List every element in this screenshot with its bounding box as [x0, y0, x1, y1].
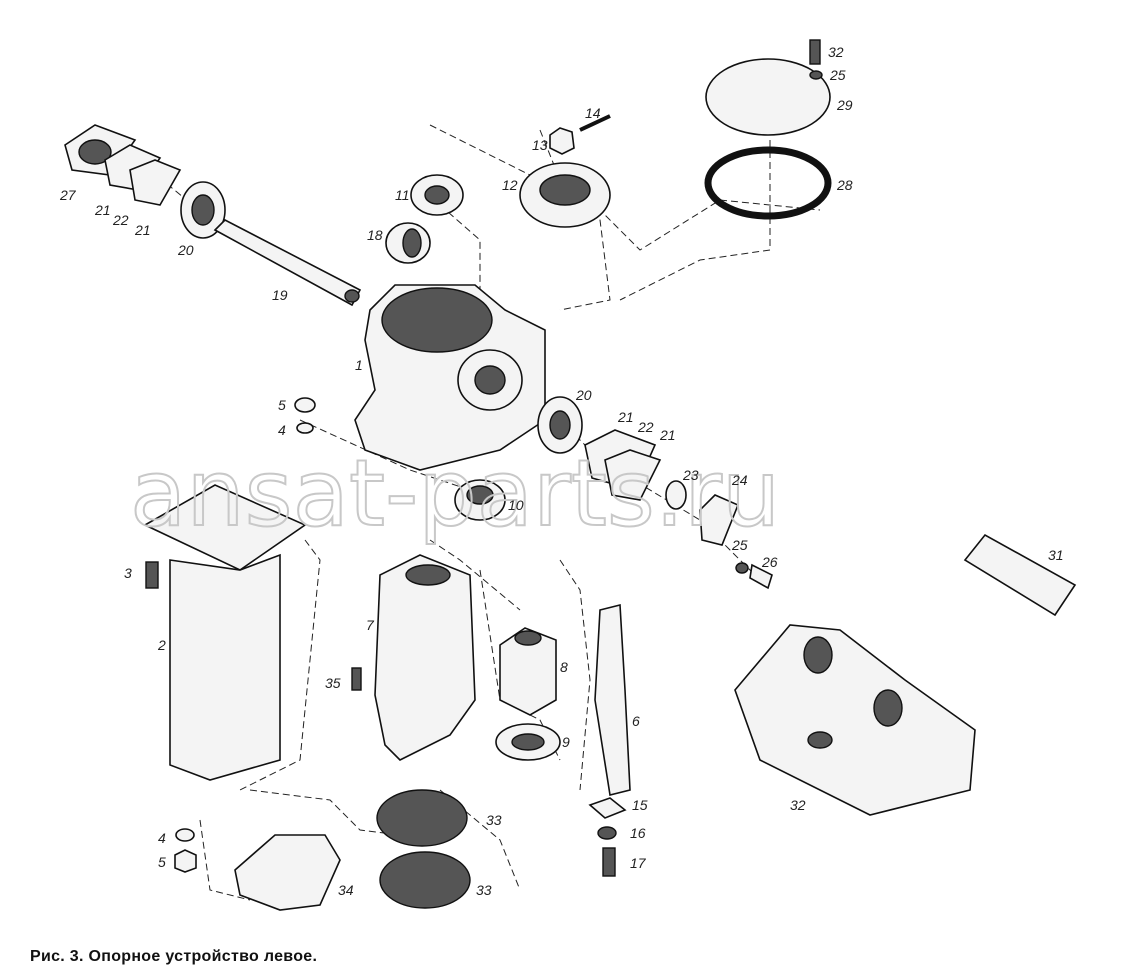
part-25-26-bolt-washer	[735, 562, 773, 590]
label-25a: 25	[829, 67, 846, 83]
label-12: 12	[502, 177, 518, 193]
part-24-cover-plate	[699, 494, 740, 546]
part-23-ring	[665, 480, 687, 510]
part-8-block	[499, 627, 557, 716]
label-22b: 22	[637, 419, 654, 435]
label-28: 28	[836, 177, 853, 193]
watermark-text: ansat-parts.ru	[130, 440, 780, 547]
label-10: 10	[508, 497, 524, 513]
part-20-bearing-upper	[180, 181, 226, 239]
label-11: 11	[395, 187, 410, 203]
label-21d: 21	[659, 427, 676, 443]
part-2-column	[143, 484, 307, 781]
label-20a: 20	[177, 242, 194, 258]
part-20-bearing-lower	[537, 396, 583, 454]
part-18-bushing	[385, 222, 431, 264]
part-19-shaft	[213, 219, 362, 307]
part-7-slider	[374, 554, 476, 761]
label-32b: 32	[790, 797, 806, 813]
part-6-screw	[594, 603, 631, 796]
part-32-bracket	[734, 624, 976, 816]
label-24: 24	[731, 472, 748, 488]
label-6: 6	[632, 713, 640, 729]
part-34-clamp	[234, 834, 341, 911]
part-11-bearing	[410, 174, 464, 216]
label-33b: 33	[476, 882, 492, 898]
part-10-seal	[454, 479, 506, 521]
label-26: 26	[761, 554, 778, 570]
label-33a: 33	[486, 812, 502, 828]
part-21-22-gaskets-lower	[584, 429, 662, 501]
label-4b: 4	[158, 830, 166, 846]
label-8: 8	[560, 659, 568, 675]
part-9-washer	[495, 723, 561, 761]
label-31: 31	[1048, 547, 1064, 563]
label-15: 15	[632, 797, 648, 813]
part-12-flange	[519, 162, 611, 228]
label-17: 17	[630, 855, 647, 871]
part-3-bolt	[145, 561, 159, 589]
label-21c: 21	[617, 409, 634, 425]
label-13: 13	[532, 137, 548, 153]
label-22a: 22	[112, 212, 129, 228]
label-20b: 20	[575, 387, 592, 403]
label-2: 2	[157, 637, 166, 653]
part-35-bolt	[351, 667, 362, 691]
part-33-rubber-bushings	[376, 789, 471, 909]
label-21a: 21	[94, 202, 111, 218]
part-32-25-bolt-top	[809, 39, 823, 80]
part-13-nut	[549, 127, 575, 155]
label-7: 7	[366, 617, 375, 633]
label-1: 1	[355, 357, 363, 373]
part-21-22-gaskets	[104, 144, 182, 206]
label-9: 9	[562, 734, 570, 750]
label-35: 35	[325, 675, 341, 691]
label-19: 19	[272, 287, 288, 303]
part-15-16-17-fasteners	[588, 797, 627, 877]
part-29-cover	[705, 58, 831, 136]
part-labels: 27 21 22 21 20 19 18 11 12 13 14 32 25 2…	[59, 44, 1064, 898]
label-18: 18	[367, 227, 383, 243]
label-4a: 4	[278, 422, 286, 438]
label-27: 27	[59, 187, 77, 203]
part-14-pin	[579, 114, 611, 132]
label-25b: 25	[731, 537, 748, 553]
label-34: 34	[338, 882, 354, 898]
label-23: 23	[682, 467, 699, 483]
label-21b: 21	[134, 222, 151, 238]
label-5a: 5	[278, 397, 286, 413]
label-3: 3	[124, 565, 132, 581]
part-1-housing	[354, 284, 546, 471]
label-16: 16	[630, 825, 646, 841]
label-32a: 32	[828, 44, 844, 60]
figure-caption: Рис. 3. Опорное устройство левое.	[30, 948, 318, 965]
part-5-4-nut-washer-upper	[294, 397, 316, 434]
label-14: 14	[585, 105, 601, 121]
part-31-pin	[963, 533, 1077, 617]
part-4-5-washer-nut-lower	[174, 828, 197, 873]
label-29: 29	[836, 97, 853, 113]
part-28-gasket-ring	[704, 146, 832, 220]
label-5b: 5	[158, 854, 166, 870]
